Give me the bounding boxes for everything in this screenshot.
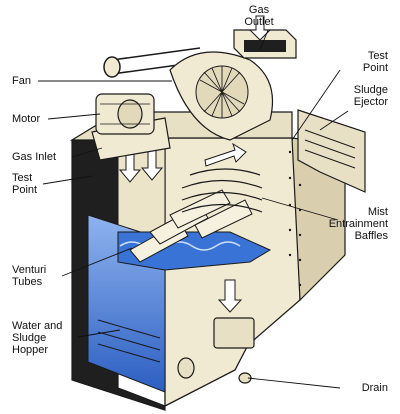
label-gas-outlet: Gas Outlet — [244, 4, 274, 28]
label-mist-baffles: Mist Entrainment Baffles — [328, 206, 388, 242]
motor — [95, 93, 155, 135]
label-drain: Drain — [361, 382, 388, 394]
label-test-point-left: Test Point — [12, 172, 38, 196]
drain-fittings — [177, 317, 255, 384]
leader-lines — [38, 29, 349, 389]
sludge-ejector — [297, 109, 366, 193]
label-test-point-right: Test Point — [362, 50, 388, 74]
fan — [169, 51, 274, 141]
label-sludge-ejector: Sludge Ejector — [353, 84, 388, 108]
label-gas-inlet: Gas Inlet — [12, 151, 57, 163]
label-motor: Motor — [12, 113, 41, 125]
label-fan: Fan — [12, 75, 31, 87]
label-venturi-tubes: Venturi Tubes — [12, 264, 47, 288]
mist-baffles — [181, 168, 263, 213]
label-water-sludge-hopper: Water and Sludge Hopper — [12, 320, 63, 356]
venturi-tubes — [129, 189, 253, 263]
gas-outlet-stack — [233, 15, 297, 59]
flow-arrows — [118, 142, 247, 313]
